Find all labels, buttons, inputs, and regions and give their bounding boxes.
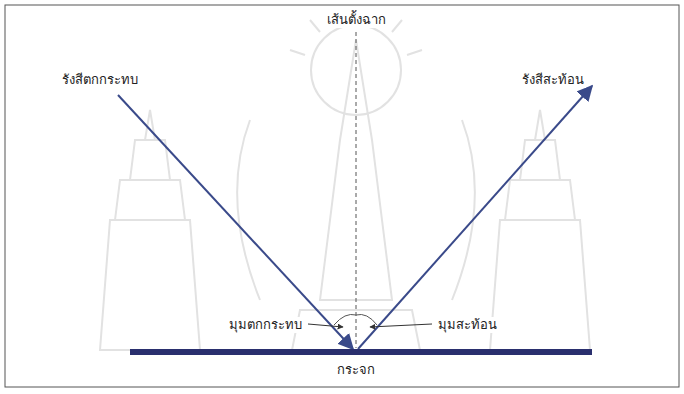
leader-line: [370, 324, 432, 327]
incident-ray: [118, 95, 353, 349]
mirror: [130, 349, 592, 355]
angle-label: มุมสะท้อน: [436, 317, 499, 333]
reflection-arc: [356, 314, 377, 325]
reflected-ray: [358, 86, 592, 349]
ray-label: รังสีสะท้อน: [520, 72, 586, 88]
normal-line: [356, 32, 357, 348]
incidence-arc: [334, 314, 356, 325]
frame: [5, 5, 679, 387]
angle-label: มุมตกกระทบ: [227, 317, 304, 333]
leader-line: [308, 324, 343, 327]
mirror-label: กระจก: [335, 362, 377, 378]
watermark-emblem: [100, 10, 590, 350]
ray-label: รังสีตกกระทบ: [60, 72, 140, 88]
normal-label: เส้นตั้งฉาก: [325, 12, 388, 28]
